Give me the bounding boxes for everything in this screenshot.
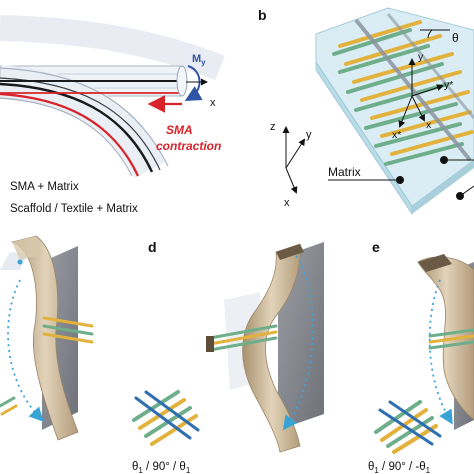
fiber-lattice-d (132, 390, 200, 446)
fiber-lattice-e (374, 400, 442, 454)
fiber-bundle-end-d (206, 336, 214, 352)
deformation-arc-d (282, 255, 314, 431)
axis-y-label: y (418, 51, 424, 63)
strip-e-top-face (418, 254, 452, 272)
triad-z-label: z (270, 121, 276, 133)
axis-ystar-arrow (411, 84, 444, 97)
legend-scaffold-matrix: Scaffold / Textile + Matrix (10, 203, 138, 215)
panel-label-e: e (372, 239, 380, 255)
strip-c (10, 235, 79, 441)
panel-c (0, 235, 94, 441)
embedded-fibers-e (428, 328, 474, 350)
strip-d (242, 243, 301, 453)
beam-ghost-upper (0, 15, 225, 81)
moment-arrow (184, 65, 203, 101)
sma-label: SMA (166, 123, 193, 137)
panel-label-d: d (148, 239, 157, 255)
fiber-swatch-c (0, 396, 18, 416)
theta-label: θ (452, 31, 459, 45)
panel-d: d θ1 / 90° / θ1 (132, 239, 324, 474)
panel-e: e θ1 / 90° / -θ1 (368, 239, 474, 474)
embedded-fibers-d (208, 324, 278, 352)
fiber-black (0, 82, 154, 173)
panel-a: My x SMA contraction SMA + Matrix Scaffo… (0, 15, 225, 215)
sma-wire (0, 92, 139, 177)
triad-y-label: y (306, 129, 312, 141)
embedded-fibers-c (42, 316, 94, 344)
axis-ystar-label: y* (444, 79, 453, 91)
legend-sma-matrix: SMA + Matrix (10, 181, 79, 193)
triad-y-arrow (285, 138, 306, 169)
axis-xstar-label: x* (392, 129, 401, 141)
triad-x-arrow (285, 167, 298, 194)
matrix-label: Matrix (328, 165, 361, 179)
caption-d: θ1 / 90° / θ1 (132, 461, 191, 474)
axis-x-label: x (426, 119, 432, 131)
panel-a-x-label: x (210, 97, 216, 109)
triad-x-label: x (284, 197, 290, 209)
panel-label-b: b (258, 7, 267, 23)
scaffold-diagonal-1 (354, 18, 472, 162)
matrix-dot (396, 176, 404, 184)
caption-e: θ1 / 90° / -θ1 (368, 461, 431, 474)
moment-label: My (192, 53, 206, 67)
contraction-label: contraction (156, 139, 221, 153)
panel-b: b θ (258, 7, 474, 216)
axis-xstar-arrow (398, 95, 413, 128)
axis-x-arrow (411, 95, 425, 122)
beam-end-face (176, 65, 188, 97)
strip-d-top-face (276, 244, 304, 260)
